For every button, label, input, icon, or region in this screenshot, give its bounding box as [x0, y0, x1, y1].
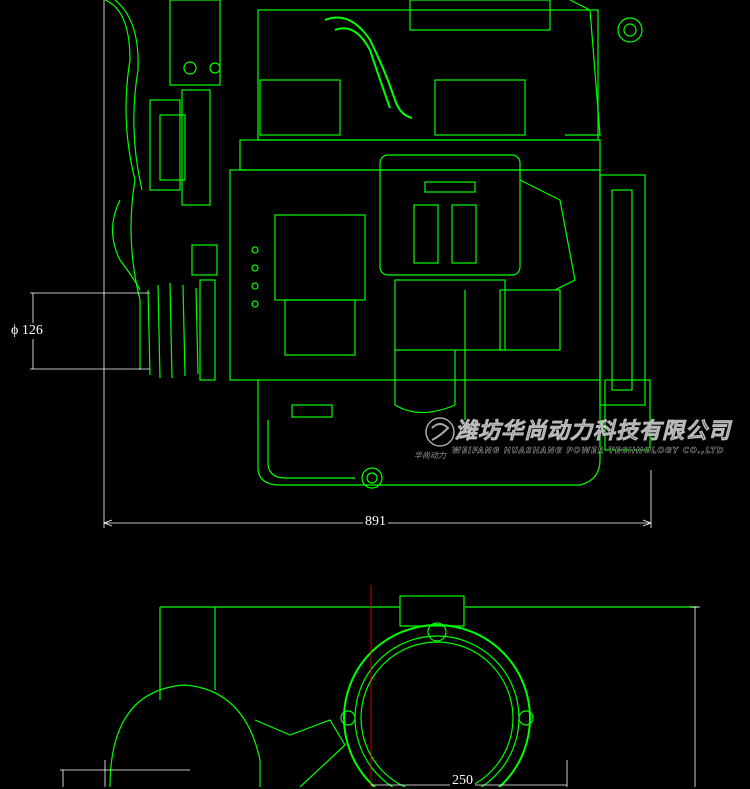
lower-width-dimension: 250	[450, 773, 475, 789]
crank-pulley	[147, 244, 218, 381]
fan-outline	[104, 0, 143, 370]
upper-pulley	[149, 0, 221, 206]
lower-view-air-filter	[60, 585, 700, 787]
watermark-company-cn: 潍坊华尚动力科技有限公司	[455, 419, 732, 445]
watermark-brand: 华尚动力	[414, 451, 446, 460]
company-logo	[425, 417, 455, 447]
pulley-diameter-dimension: ϕ 126	[9, 323, 45, 339]
overall-width-dimension: 891	[363, 514, 388, 530]
watermark-company-en: WEIFANG HUASHANG POWER TECHNOLOGY CO.,LT…	[452, 446, 725, 455]
engine-block	[229, 0, 651, 489]
